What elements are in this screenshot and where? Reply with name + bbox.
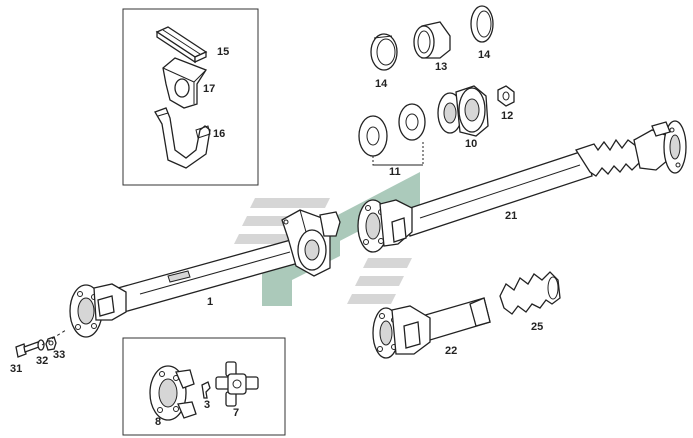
part-1-front-propshaft (69, 209, 341, 338)
label-14-right: 14 (478, 49, 491, 61)
part-7-universal-joint-cross (215, 361, 259, 407)
part-11-washer-pair (358, 103, 426, 166)
label-22: 22 (445, 345, 457, 357)
label-14-left: 14 (375, 78, 388, 90)
joint-parts-box (122, 337, 286, 436)
part-33-nut (41, 329, 67, 351)
label-1: 1 (207, 296, 213, 308)
label-21: 21 (505, 210, 517, 222)
label-31: 31 (10, 363, 22, 375)
label-17: 17 (203, 83, 215, 95)
part-13-sleeve (413, 21, 451, 59)
label-13: 13 (435, 61, 447, 73)
part-10-center-bearing (437, 85, 489, 137)
bracket-parts-box (122, 8, 259, 186)
label-7: 7 (233, 407, 239, 419)
part-14-seal-left (370, 33, 398, 71)
part-15-rubber-strip (155, 26, 208, 64)
label-11: 11 (389, 166, 401, 178)
part-14-seal-right (470, 5, 494, 43)
part-3-grease-nipple (201, 381, 211, 399)
part-12-nut (497, 85, 515, 107)
label-33: 33 (53, 349, 65, 361)
part-17-rubber-mount (162, 57, 207, 109)
label-3: 3 (204, 399, 210, 411)
part-8-flange-yoke (149, 365, 197, 421)
part-16-clamp-bracket (154, 107, 211, 169)
label-25: 25 (531, 321, 543, 333)
label-32: 32 (36, 355, 48, 367)
part-32-washer (37, 339, 45, 351)
label-12: 12 (501, 110, 513, 122)
label-8: 8 (155, 416, 161, 428)
part-25-rubber-boot (499, 271, 561, 315)
part-21-rear-propshaft (357, 120, 687, 253)
label-10: 10 (465, 138, 477, 150)
part-22-short-shaft (372, 297, 491, 359)
label-15: 15 (217, 46, 229, 58)
label-16: 16 (213, 128, 225, 140)
